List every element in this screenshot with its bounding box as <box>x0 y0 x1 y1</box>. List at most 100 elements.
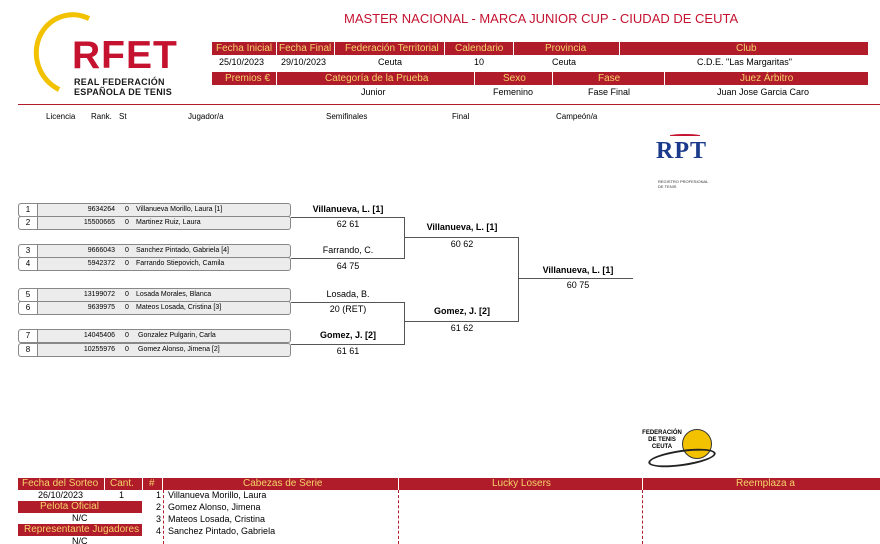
val-juez: Juan Jose Garcia Caro <box>717 87 810 97</box>
player-number: 4 <box>19 258 38 270</box>
player-row: 5 13199072 0 Losada Morales, Blanca <box>18 288 291 302</box>
semifinal-score: 62 61 <box>336 219 360 229</box>
bracket-line <box>291 302 405 303</box>
player-row: 2 15500665 0 Martinez Ruiz, Laura <box>18 216 291 230</box>
sep <box>474 72 475 85</box>
hdr-sexo: Sexo <box>503 73 526 84</box>
semifinal-score: 64 75 <box>336 261 360 271</box>
champion-score: 60 75 <box>566 280 590 290</box>
hdr-categoria: Categoría de la Prueba <box>325 73 429 84</box>
player-licencia: 5942372 <box>87 260 115 267</box>
player-row: 1 9634264 0 Villanueva Morillo, Laura [1… <box>18 203 291 217</box>
val-fase: Fase Final <box>588 87 631 97</box>
sep <box>664 72 665 85</box>
val-provincia: Ceuta <box>552 57 577 67</box>
hdr-fecha-inicial: Fecha Inicial <box>216 43 273 54</box>
bracket-line <box>404 217 405 259</box>
hdr-fecha-final: Fecha Final <box>279 43 332 54</box>
player-name: Losada Morales, Blanca <box>136 291 212 298</box>
player-name: Sanchez Pintado, Gabriela [4] <box>136 247 230 254</box>
seed-number: 3 <box>156 514 162 524</box>
hdr-lucky: Lucky Losers <box>492 478 551 489</box>
sep <box>513 42 514 55</box>
player-row: 6 9639975 0 Mateos Losada, Cristina [3] <box>18 301 291 315</box>
hdr-premios: Premios € <box>225 73 271 84</box>
sep <box>276 42 277 55</box>
player-number: 3 <box>19 245 38 257</box>
rfet-logo-line2: ESPAÑOLA DE TENIS <box>74 87 173 97</box>
seed-number: 1 <box>156 490 162 500</box>
player-licencia: 9666043 <box>87 247 115 254</box>
bracket-line <box>518 237 519 322</box>
ceuta-logo-line2: DE TENIS <box>648 437 676 443</box>
sep <box>142 478 143 490</box>
representante-value: N/C <box>72 536 88 544</box>
val-fecha-final: 29/10/2023 <box>281 57 327 67</box>
sep <box>334 42 335 55</box>
rpt-logo-swoosh <box>670 134 700 137</box>
hdr-federacion: Federación Territorial <box>345 43 439 54</box>
col-licencia: Licencia <box>46 112 76 121</box>
player-rank: 0 <box>125 291 129 298</box>
val-federacion: Ceuta <box>378 57 403 67</box>
player-name: Martinez Ruiz, Laura <box>136 219 201 226</box>
representante-label: Representante Jugadores <box>24 524 140 535</box>
player-row: 3 9666043 0 Sanchez Pintado, Gabriela [4… <box>18 244 291 258</box>
seed-name: Villanueva Morillo, Laura <box>168 490 267 500</box>
sep <box>642 478 643 490</box>
val-club: C.D.E. "Las Margaritas" <box>697 57 792 67</box>
bracket-line <box>404 237 519 238</box>
player-rank: 0 <box>125 346 129 353</box>
dashed-divider <box>398 490 399 544</box>
player-name: Mateos Losada, Cristina [3] <box>136 304 222 311</box>
champion-name: Villanueva, L. [1] <box>542 265 614 275</box>
player-name: Villanueva Morillo, Laura [1] <box>136 206 223 213</box>
player-licencia: 9634264 <box>87 206 115 213</box>
bracket-line <box>291 217 405 218</box>
hdr-provincia: Provincia <box>545 43 587 54</box>
bracket-line <box>291 258 405 259</box>
rpt-logo: RPT <box>656 138 707 164</box>
player-rank: 0 <box>125 260 129 267</box>
ceuta-logo-ball <box>682 429 712 459</box>
seed-number: 2 <box>156 502 162 512</box>
player-name: Gonzalez Pulgarin, Carla <box>138 332 216 339</box>
cant-value: 1 <box>119 490 125 500</box>
seed-name: Gomez Alonso, Jimena <box>168 502 261 512</box>
sep <box>552 72 553 85</box>
sep <box>104 478 105 490</box>
hdr-reemplaza: Reemplaza a <box>736 478 795 489</box>
info-header-bar-2 <box>212 72 868 85</box>
hdr-club: Club <box>736 43 757 54</box>
player-row: 7 14045406 0 Gonzalez Pulgarin, Carla <box>18 329 291 343</box>
hdr-cant: Cant. <box>110 478 134 489</box>
hdr-cabezas: Cabezas de Serie <box>243 478 323 489</box>
semifinal-winner: Losada, B. <box>326 289 370 299</box>
player-rank: 0 <box>125 206 129 213</box>
ceuta-logo-line1: FEDERACIÓN <box>642 430 682 436</box>
player-licencia: 14045406 <box>83 332 115 339</box>
hdr-juez: Juez Árbitro <box>740 73 794 84</box>
player-number: 7 <box>19 330 38 342</box>
val-calendario: 10 <box>474 57 485 67</box>
pelota-label-bar <box>18 501 142 513</box>
player-name: Farrando Stiepovich, Camila <box>136 260 225 267</box>
rfet-logo: RFET <box>72 34 178 77</box>
bracket-line <box>518 278 633 279</box>
dashed-divider <box>642 490 643 544</box>
sep <box>398 478 399 490</box>
rfet-logo-line1: REAL FEDERACIÓN <box>74 77 165 87</box>
final-score: 60 62 <box>450 239 474 249</box>
seed-number: 4 <box>156 526 162 536</box>
val-categoria: Junior <box>361 87 386 97</box>
hdr-hash: # <box>149 478 155 489</box>
representante-label-bar <box>18 524 142 536</box>
hdr-fecha-sorteo: Fecha del Sorteo <box>22 478 99 489</box>
player-rank: 0 <box>125 247 129 254</box>
col-rank: Rank. <box>91 112 112 121</box>
player-rank: 0 <box>125 304 129 311</box>
sep <box>162 478 163 490</box>
player-row: 8 10255976 0 Gomez Alonso, Jimena [2] <box>18 343 291 357</box>
seed-name: Sanchez Pintado, Gabriela <box>168 526 276 536</box>
rpt-logo-line1: REGISTRO PROFESIONAL <box>658 179 709 184</box>
